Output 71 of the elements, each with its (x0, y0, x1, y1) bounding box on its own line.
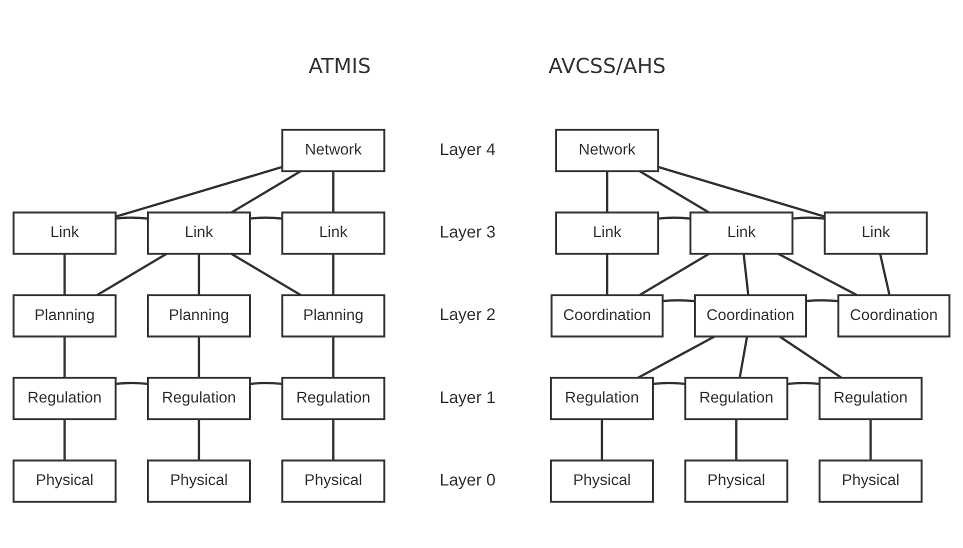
node-box: Physical (146, 459, 251, 502)
connector (198, 418, 200, 460)
connector (606, 170, 608, 212)
node-box: Coordination (550, 294, 664, 337)
node-box: Link (555, 211, 660, 254)
connector (63, 336, 66, 377)
connector (332, 170, 334, 212)
node-box: Link (281, 211, 386, 254)
connector (639, 252, 710, 296)
node-box: Regulation (818, 376, 923, 420)
node-box: Physical (281, 459, 386, 502)
connector (639, 170, 710, 213)
node-box: Physical (818, 459, 923, 502)
connector (250, 381, 282, 385)
node-box: Coordination (837, 294, 950, 337)
node-box: Planning (281, 294, 386, 337)
connector (738, 336, 748, 378)
connector (198, 336, 200, 377)
connector (742, 253, 750, 294)
connector (332, 336, 334, 377)
node-box: Regulation (684, 376, 788, 420)
node-box: Regulation (281, 376, 386, 420)
label: Layer 3 (440, 222, 496, 242)
label: ATMIS (308, 53, 371, 78)
connector (806, 298, 838, 302)
connector (658, 165, 825, 218)
connector (653, 381, 686, 385)
node-box: Regulation (12, 376, 117, 420)
connector (778, 252, 858, 296)
connector (116, 381, 148, 385)
connector (600, 418, 604, 460)
connector (250, 216, 282, 220)
connector (879, 253, 891, 295)
label: Layer 0 (440, 470, 496, 490)
connector (63, 253, 66, 294)
node-box: Coordination (694, 294, 807, 337)
connector (63, 418, 66, 460)
node-box: Link (824, 211, 928, 254)
connector (231, 170, 302, 213)
connector (116, 216, 148, 220)
node-box: Regulation (146, 376, 251, 420)
node-box: Network (281, 128, 386, 172)
node-box: Network (555, 128, 660, 172)
node-box: Physical (684, 459, 788, 502)
connector (735, 418, 738, 460)
node-box: Link (146, 211, 251, 254)
label: Layer 2 (440, 304, 496, 324)
node-box: Planning (146, 294, 251, 337)
node-box: Planning (12, 294, 117, 337)
node-box: Physical (550, 459, 654, 502)
connector (663, 298, 695, 302)
connector (332, 418, 334, 460)
node-box: Physical (12, 459, 117, 502)
connector (638, 335, 716, 378)
label: AVCSS/AHS (548, 53, 666, 78)
node-box: Regulation (550, 376, 654, 420)
connector (606, 253, 608, 294)
connector (658, 216, 690, 220)
node-box: Link (689, 211, 794, 254)
node-box: Link (12, 211, 117, 254)
connector (198, 253, 200, 294)
connector (230, 252, 302, 296)
connector (332, 253, 334, 294)
connector (869, 418, 872, 460)
connector (792, 216, 825, 220)
label: Layer 4 (440, 139, 496, 158)
label: Layer 1 (440, 387, 496, 406)
connector (96, 252, 168, 296)
connector (778, 335, 842, 378)
connector (116, 165, 282, 218)
connector (788, 381, 820, 385)
